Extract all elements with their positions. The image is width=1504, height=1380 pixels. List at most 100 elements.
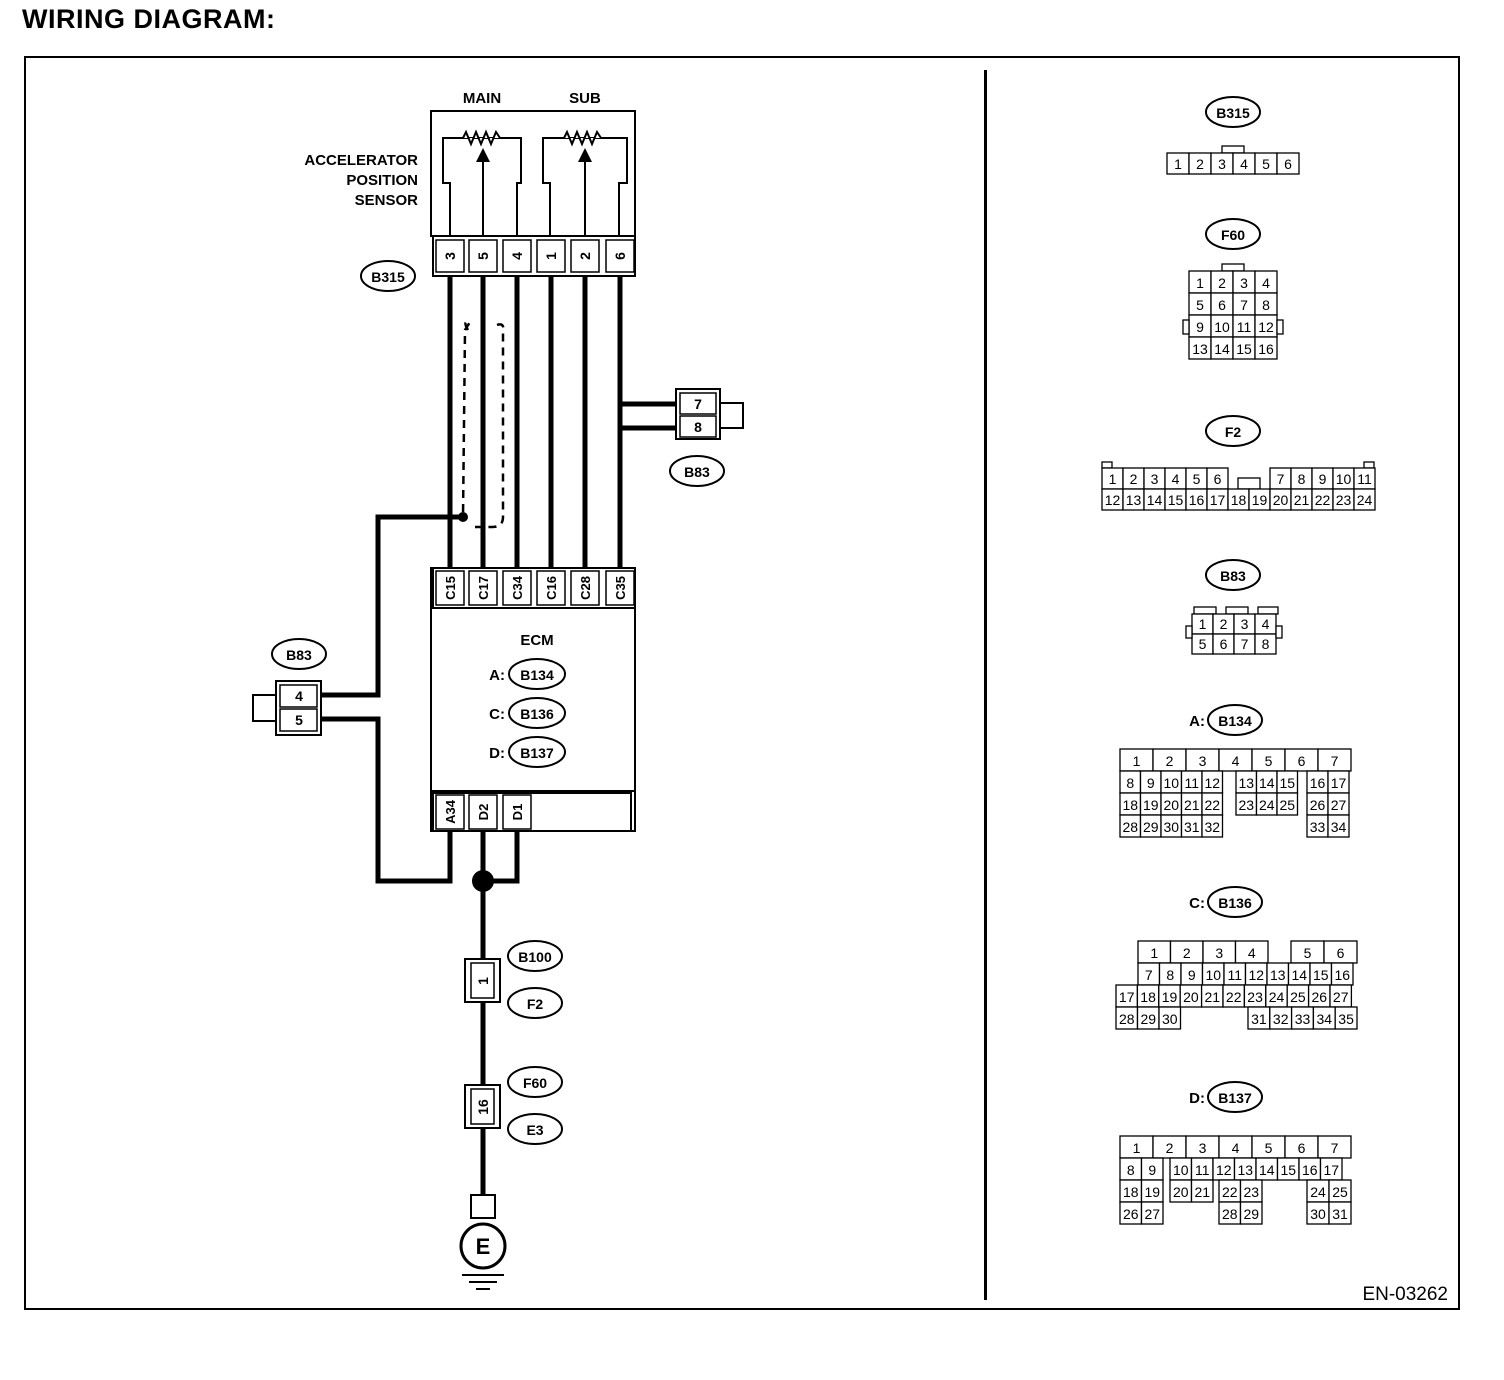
sensor-pin-2: 2 [577, 252, 593, 260]
b83-left-pin-4: 4 [295, 688, 303, 704]
view-b137-pin: 5 [1265, 1140, 1273, 1156]
view-f60-pin: 15 [1236, 341, 1252, 357]
view-b137-pin: 7 [1331, 1140, 1339, 1156]
view-b83-pin: 2 [1220, 616, 1228, 632]
view-f60-pin: 14 [1214, 341, 1230, 357]
view-b134-pin: 33 [1310, 819, 1326, 835]
view-b137-pin: 8 [1127, 1162, 1135, 1178]
view-f2-pin: 8 [1298, 471, 1306, 487]
sensor-label-line-1: ACCELERATOR [304, 152, 418, 169]
ecm-connector-prefix: D: [489, 745, 505, 762]
inline-1-tag-b100: B100 [518, 949, 552, 965]
view-b136-pin: 20 [1183, 989, 1199, 1005]
ecm-pin-c16: C16 [544, 576, 559, 600]
view-b136-pin: 29 [1140, 1011, 1156, 1027]
view-b137-pin: 11 [1195, 1162, 1210, 1178]
view-f2-pin: 24 [1357, 492, 1373, 508]
ecm-pin-c17: C17 [476, 576, 491, 600]
view-b134-pin: 23 [1238, 797, 1254, 813]
view-f2-pin: 6 [1214, 471, 1222, 487]
view-f2-pin: 23 [1336, 492, 1352, 508]
view-b136-pin: 25 [1290, 989, 1306, 1005]
view-f2-pin: 18 [1231, 492, 1247, 508]
view-b136-pin: 5 [1304, 945, 1312, 961]
view-b137-pin: 10 [1173, 1162, 1189, 1178]
ground-splice-dot [472, 870, 494, 892]
view-b136-pin: 10 [1205, 967, 1221, 983]
view-b137-pin: 22 [1222, 1184, 1238, 1200]
view-b83-pin: 4 [1262, 616, 1270, 632]
view-b136-pin: 17 [1119, 989, 1135, 1005]
view-b83-pin: 1 [1199, 616, 1207, 632]
view-b136-pin: 26 [1312, 989, 1328, 1005]
view-f60-pin: 9 [1196, 319, 1204, 335]
view-f2-pin: 4 [1172, 471, 1180, 487]
sub-potentiometer-icon [542, 129, 628, 236]
view-b134-pin: 34 [1331, 819, 1347, 835]
connector-tag-b315: B315 [360, 260, 416, 292]
view-b134-pin: 19 [1143, 797, 1159, 813]
page-title: WIRING DIAGRAM: [22, 4, 276, 34]
view-b137-pin: 2 [1166, 1140, 1174, 1156]
ecm-connector-prefix: C: [489, 706, 505, 723]
view-f2-pin: 17 [1210, 492, 1226, 508]
harness-wires [321, 276, 676, 1195]
view-f60-pin: 11 [1237, 319, 1252, 335]
inline-connector-b100-f2: 1 B100 F2 [464, 940, 563, 1019]
view-b137-pin: 26 [1123, 1206, 1139, 1222]
view-b134-pin: 14 [1259, 775, 1275, 791]
shield-splice-dot [458, 512, 468, 522]
view-b134-pin: 12 [1204, 775, 1220, 791]
view-b134-pin: 8 [1126, 775, 1134, 791]
inline-2-pin: 16 [475, 1099, 491, 1115]
ecm-pin-c34: C34 [510, 575, 525, 600]
main-potentiometer-icon [442, 129, 522, 236]
view-b136-pin: 8 [1166, 967, 1174, 983]
inline-2-tag-e3: E3 [526, 1122, 543, 1138]
diagram-frame [24, 56, 1460, 1310]
view-prefix-b137: D: [1189, 1090, 1205, 1107]
view-tag-b134: B134 [1218, 713, 1252, 729]
view-prefix-b134: A: [1189, 713, 1205, 730]
view-b136-pin: 21 [1205, 989, 1221, 1005]
view-b134-pin: 25 [1279, 797, 1295, 813]
b83-right-pin-8: 8 [694, 419, 702, 435]
view-b137-pin: 27 [1144, 1206, 1160, 1222]
connector-b83-right: 7 8 B83 [669, 388, 744, 487]
view-b134-pin: 2 [1166, 753, 1174, 769]
view-b136-pin: 16 [1334, 967, 1350, 983]
view-b137-pin: 17 [1323, 1162, 1339, 1178]
view-b137-pin: 15 [1280, 1162, 1296, 1178]
view-b136-pin: 27 [1333, 989, 1349, 1005]
view-b136-pin: 14 [1291, 967, 1307, 983]
view-f2-pin: 2 [1130, 471, 1138, 487]
view-b137-pin: 28 [1222, 1206, 1238, 1222]
view-b134-pin: 13 [1238, 775, 1254, 791]
main-label: MAIN [463, 90, 501, 107]
view-b83-pin: 7 [1241, 636, 1249, 652]
ecm-pin-d1: D1 [510, 804, 525, 821]
view-b136-pin: 1 [1150, 945, 1158, 961]
view-b136-pin: 32 [1273, 1011, 1289, 1027]
view-b134-pin: 10 [1163, 775, 1179, 791]
view-b136-pin: 30 [1162, 1011, 1178, 1027]
inline-2-tag-f60: F60 [523, 1075, 547, 1091]
view-b137-pin: 25 [1332, 1184, 1348, 1200]
view-b136-pin: 34 [1317, 1011, 1333, 1027]
view-b315-pin: 5 [1262, 156, 1270, 172]
view-f2-pin: 3 [1151, 471, 1159, 487]
view-f60-pin: 5 [1196, 297, 1204, 313]
view-b137-pin: 18 [1123, 1184, 1139, 1200]
view-b137-pin: 3 [1199, 1140, 1207, 1156]
figure-code: EN-03262 [1362, 1284, 1448, 1305]
ecm-pin-c35: C35 [613, 576, 628, 600]
view-b134-pin: 11 [1184, 775, 1199, 791]
view-b137-pin: 9 [1148, 1162, 1156, 1178]
view-b137-pin: 31 [1332, 1206, 1348, 1222]
